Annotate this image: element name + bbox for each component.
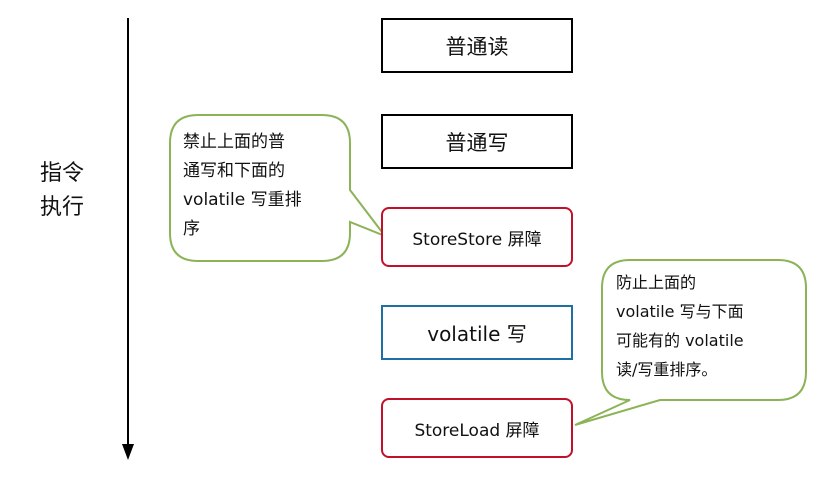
left-callout-line-3: volatile 写重排 xyxy=(183,190,302,210)
right-callout-line-4: 读/写重排序。 xyxy=(616,360,718,379)
left-callout-line-4: 序 xyxy=(183,219,200,239)
axis-label-line-2: 执行 xyxy=(40,195,85,220)
storeload-barrier-box: StoreLoad 屏障 xyxy=(381,398,573,458)
left-callout-text: 禁止上面的普 通写和下面的 volatile 写重排 序 xyxy=(183,128,348,244)
normal-read-box: 普通读 xyxy=(381,18,573,73)
axis-label-line-1: 指令 xyxy=(40,161,85,186)
volatile-write-box: volatile 写 xyxy=(381,305,573,360)
normal-write-box: 普通写 xyxy=(381,114,573,169)
right-callout-line-1: 防止上面的 xyxy=(616,273,697,292)
left-callout-line-2: 通写和下面的 xyxy=(183,161,285,181)
axis-label: 指令 执行 xyxy=(40,157,84,225)
right-callout-bubble xyxy=(574,259,807,426)
left-callout-line-1: 禁止上面的普 xyxy=(183,132,285,152)
right-callout-line-3: 可能有的 volatile xyxy=(616,331,744,350)
right-callout-text: 防止上面的 volatile 写与下面 可能有的 volatile 读/写重排序… xyxy=(616,268,806,384)
right-callout-line-2: volatile 写与下面 xyxy=(616,302,744,321)
storestore-barrier-box: StoreStore 屏障 xyxy=(381,207,573,267)
left-callout-bubble xyxy=(169,114,388,262)
execution-arrow-head xyxy=(122,444,134,460)
